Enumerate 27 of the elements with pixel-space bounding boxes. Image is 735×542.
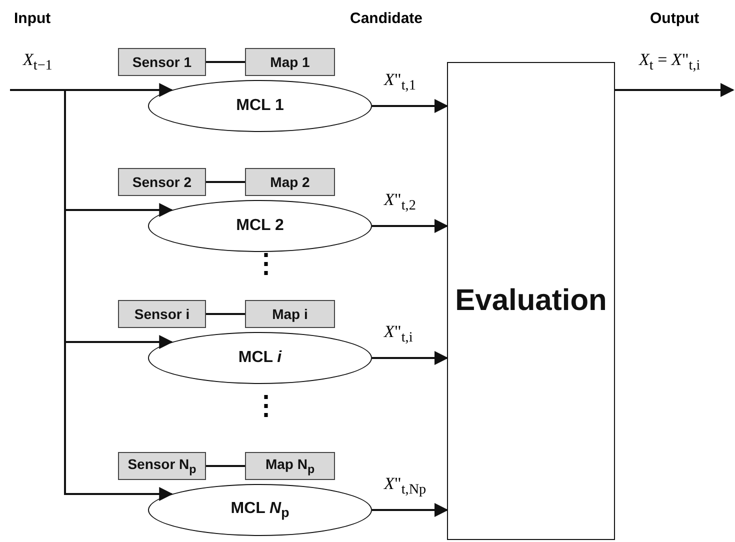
arrow xyxy=(10,89,174,501)
process-ellipse: MCL i xyxy=(148,332,372,384)
process-box: Sensor 2 xyxy=(118,168,206,196)
process-box: Sensor 1 xyxy=(118,48,206,76)
evaluation-box: Evaluation xyxy=(447,62,615,540)
process-box: Sensor N$_{p}$ xyxy=(118,452,206,480)
arrow xyxy=(615,83,734,97)
arrow xyxy=(372,219,448,233)
arrow xyxy=(372,351,448,365)
process-box: Map i xyxy=(245,300,335,328)
process-ellipse: MCL N$_{p}$ xyxy=(148,484,372,536)
process-ellipse: MCL 1 xyxy=(148,80,372,132)
heading: Input xyxy=(14,10,51,27)
heading: Candidate xyxy=(350,10,423,27)
arrow xyxy=(372,503,448,517)
ellipsis-mark: ⋮ xyxy=(253,390,279,421)
connector-line xyxy=(206,313,245,315)
connector-line xyxy=(206,181,245,183)
connector-line xyxy=(206,465,245,467)
process-box: Map 1 xyxy=(245,48,335,76)
process-ellipse: MCL 2 xyxy=(148,200,372,252)
process-box: Sensor i xyxy=(118,300,206,328)
connector-line xyxy=(206,61,245,63)
process-box: Map N$_{p}$ xyxy=(245,452,335,480)
arrow xyxy=(372,99,448,113)
process-box: Map 2 xyxy=(245,168,335,196)
heading: Output xyxy=(650,10,700,27)
